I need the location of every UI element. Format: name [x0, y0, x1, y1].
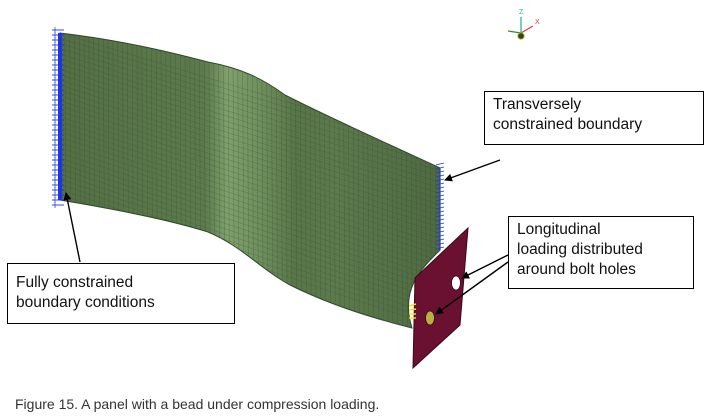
callout-longitudinal: Longitudinal loading distributed around … — [508, 216, 694, 289]
mesh-line — [60, 95, 440, 218]
constraint-glyph — [435, 190, 445, 194]
leader-bolt-upper — [461, 254, 509, 279]
constraint-glyph — [435, 218, 445, 222]
constraint-glyph — [435, 166, 445, 170]
mesh-line — [60, 58, 440, 179]
bolt-hole-lower — [425, 310, 435, 326]
mesh-line — [60, 53, 440, 173]
transverse-constraint-boundary — [435, 162, 445, 250]
mesh-line — [60, 43, 440, 162]
constraint-glyph — [435, 162, 445, 166]
mesh-line — [60, 173, 440, 303]
mesh-line — [60, 189, 440, 319]
load-plate — [408, 226, 469, 370]
constraint-glyph — [435, 202, 445, 206]
mesh-line — [60, 163, 440, 291]
mesh-line — [60, 74, 440, 196]
mesh-line — [60, 111, 440, 235]
triad-x-label: X — [535, 19, 540, 26]
constraint-glyph — [435, 186, 445, 190]
bolt-hole-upper — [451, 275, 461, 291]
leader-bolt-lower — [435, 261, 509, 315]
callout-transverse: Transversely constrained boundary — [484, 91, 704, 145]
figure-caption: Figure 15. A panel with a bead under com… — [15, 396, 380, 412]
callout-transverse-line-2: constrained boundary — [493, 116, 643, 133]
mesh-line — [60, 121, 440, 246]
constraint-glyph — [435, 222, 445, 226]
callout-fully-line-2: boundary conditions — [16, 294, 155, 311]
constraint-glyph — [435, 230, 445, 234]
mesh-line — [60, 90, 440, 213]
constraint-glyph — [435, 210, 445, 214]
constraint-glyph — [435, 246, 445, 250]
constraint-glyph — [435, 214, 445, 218]
constraint-glyph — [435, 226, 445, 230]
constraint-glyph — [435, 234, 445, 238]
callout-fully-constrained: Fully constrained boundary conditions — [7, 263, 235, 324]
axis-triad: Z X — [507, 9, 540, 40]
callout-longitudinal-line-1: Longitudinal — [517, 221, 601, 238]
callout-fully-line-1: Fully constrained — [16, 274, 134, 291]
triad-z-label: Z — [519, 9, 524, 16]
constraint-glyph — [435, 178, 445, 182]
constraint-glyph — [435, 206, 445, 210]
fully-constrained-boundary — [52, 27, 64, 208]
mesh-line — [60, 116, 440, 241]
mesh-line — [60, 79, 440, 201]
mesh-line — [60, 84, 440, 207]
mesh-line — [60, 137, 440, 263]
mesh-line — [60, 126, 440, 252]
mesh-line — [60, 69, 440, 190]
constraint-glyph — [435, 182, 445, 186]
mesh-line — [60, 100, 440, 224]
mesh-line — [60, 105, 440, 229]
mesh-line — [60, 184, 440, 314]
beaded-panel — [59, 32, 441, 329]
constraint-glyph — [435, 174, 445, 178]
leader-fully — [63, 192, 81, 263]
mesh-line — [60, 64, 440, 184]
mesh-line — [60, 147, 440, 274]
mesh-line — [60, 178, 440, 308]
constraint-glyph — [435, 198, 445, 202]
callout-transverse-line-1: Transversely — [493, 96, 582, 113]
callout-longitudinal-line-3: around bolt holes — [517, 261, 636, 278]
mesh-line — [60, 131, 440, 258]
mesh-line — [60, 48, 440, 168]
constraint-glyph — [435, 194, 445, 198]
load-arrows — [408, 303, 417, 319]
constraint-glyph — [435, 238, 445, 242]
load-plate-face — [412, 226, 469, 370]
constraint-glyph — [435, 242, 445, 246]
constraint-glyph — [435, 170, 445, 174]
leader-arrows — [63, 159, 509, 315]
callout-longitudinal-line-2: loading distributed — [517, 241, 643, 258]
mesh-line — [60, 142, 440, 269]
mesh-line — [60, 152, 440, 280]
mesh-line — [60, 158, 440, 286]
mesh-line — [60, 168, 440, 297]
leader-transverse — [444, 159, 501, 182]
